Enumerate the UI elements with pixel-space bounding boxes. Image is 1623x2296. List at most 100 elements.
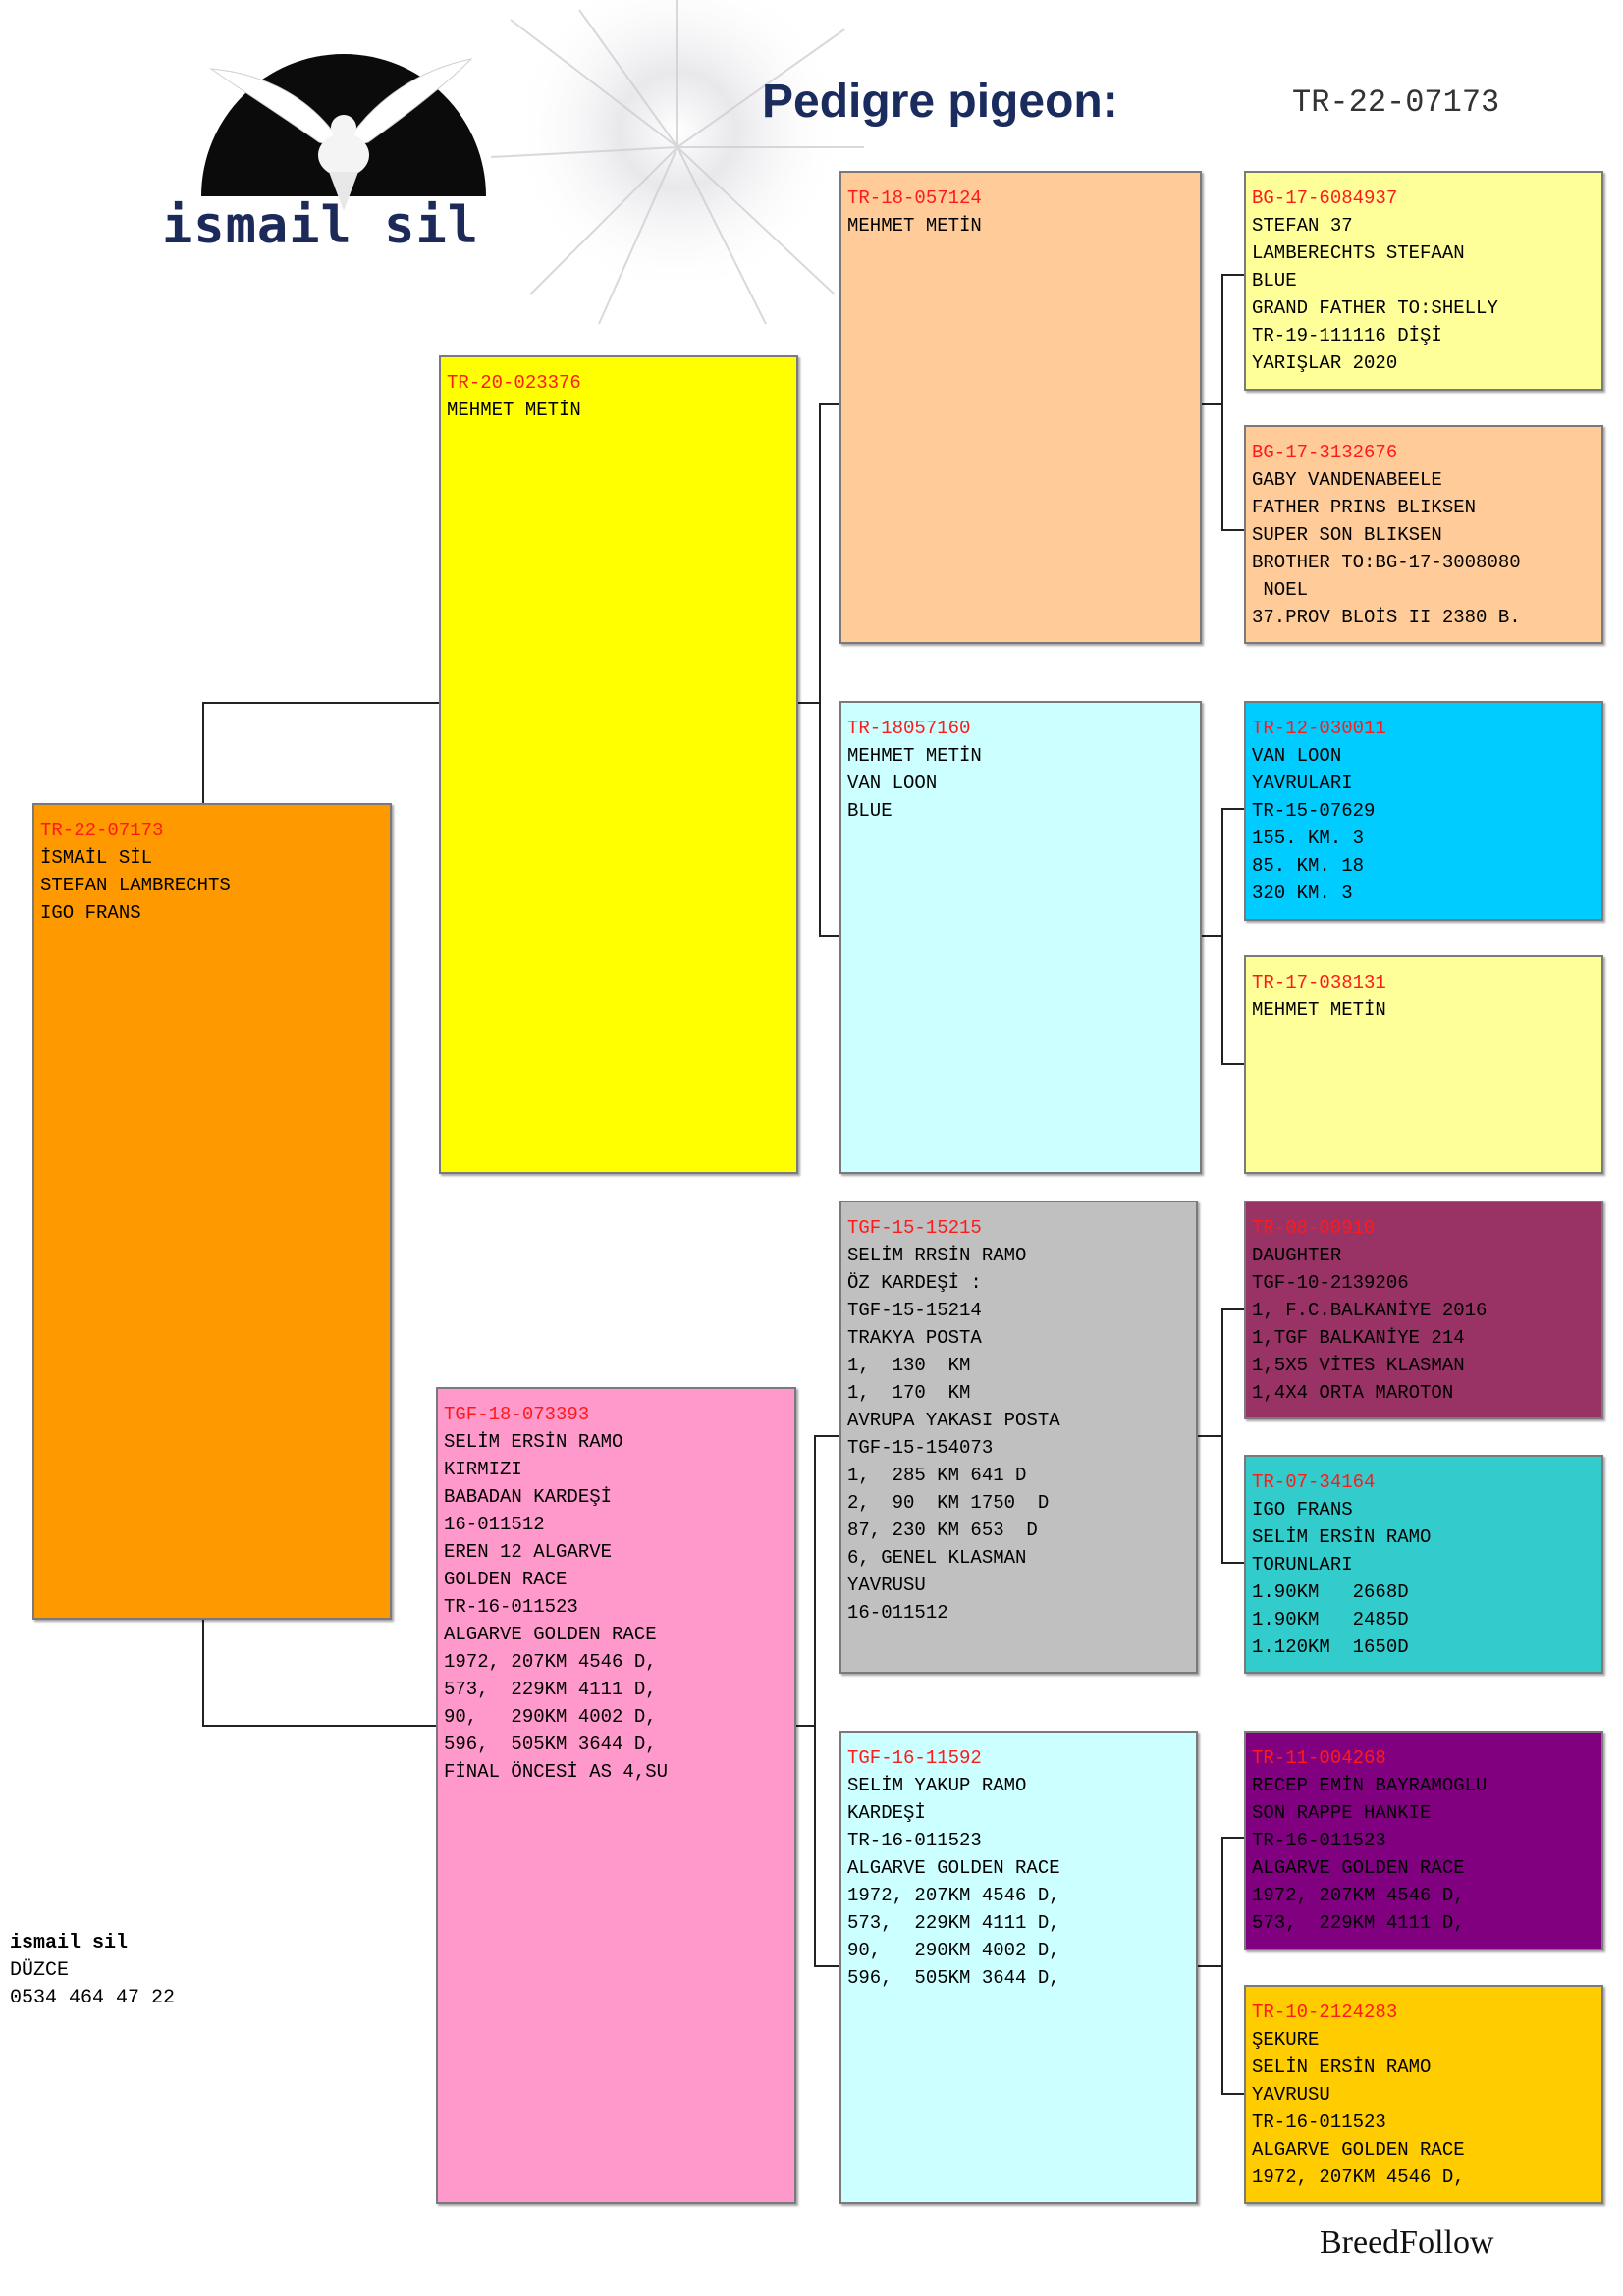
pedigree-line: BLUE xyxy=(847,800,893,822)
ring-number: TR-17-038131 xyxy=(1252,972,1386,993)
pedigree-line: 573, 229KM 4111 D, xyxy=(1252,1912,1465,1934)
box-lines: GABY VANDENABEELE FATHER PRINS BLIKSEN SUP… xyxy=(1252,466,1596,631)
logo-name: ismail sil xyxy=(162,196,480,255)
pedigree-box-ggd3[interactable]: TR-07-34164 IGO FRANS SELİM ERSİN RAMO TOR… xyxy=(1244,1455,1603,1674)
ring-number: TR-08-00910 xyxy=(1252,1217,1376,1239)
pedigree-line: FİNAL ÖNCESİ AS 4,SU xyxy=(444,1761,669,1783)
pedigree-line: IGO FRANS xyxy=(40,902,141,924)
pedigree-line: ÖZ KARDEŞİ : xyxy=(847,1272,982,1294)
footer-brand: BreedFollow xyxy=(1320,2224,1494,2261)
pedigree-line: ALGARVE GOLDEN RACE xyxy=(847,1857,1060,1879)
owner-contact: ismail sil DÜZCE 0534 464 47 22 xyxy=(10,1930,175,2012)
pedigree-line: GOLDEN RACE xyxy=(444,1569,568,1590)
ring-number: TR-18-057124 xyxy=(847,187,982,209)
pedigree-line: SELİN ERSİN RAMO xyxy=(1252,2056,1432,2078)
pedigree-line: TGF-10-2139206 xyxy=(1252,1272,1409,1294)
pedigree-line: GRAND FATHER TO:SHELLY xyxy=(1252,297,1498,319)
pedigree-line: TORUNLARI xyxy=(1252,1554,1353,1575)
pedigree-line: BABADAN KARDEŞİ xyxy=(444,1486,613,1508)
pedigree-line: EREN 12 ALGARVE xyxy=(444,1541,613,1563)
pedigree-line: 573, 229KM 4111 D, xyxy=(847,1912,1060,1934)
box-lines: MEHMET METİN xyxy=(847,212,1194,240)
pedigree-line: YAVRUSU xyxy=(847,1575,926,1596)
owner-city: DÜZCE xyxy=(10,1959,70,1982)
pedigree-line: ALGARVE GOLDEN RACE xyxy=(1252,1857,1465,1879)
pedigree-line: IGO FRANS xyxy=(1252,1499,1353,1521)
pedigree-line: 2, 90 KM 1750 D xyxy=(847,1492,1050,1514)
pedigree-line: 1.90KM 2485D xyxy=(1252,1609,1409,1630)
pedigree-line: 37.PROV BLOİS II 2380 B. xyxy=(1252,607,1521,628)
box-lines: İSMAİL SİL STEFAN LAMBRECHTS IGO FRANS xyxy=(40,844,384,927)
subject-ring-number: TR-22-07173 xyxy=(1292,84,1500,121)
pedigree-box-sire[interactable]: TR-20-023376 MEHMET METİN xyxy=(439,355,798,1174)
pedigree-line: 1, 130 KM xyxy=(847,1355,971,1376)
pedigree-box-grandsire-paternal[interactable]: TR-18-057124 MEHMET METİN xyxy=(839,171,1202,644)
dove-logo xyxy=(201,54,486,211)
pedigree-line: STEFAN LAMBRECHTS xyxy=(40,875,231,896)
pedigree-line: NOEL xyxy=(1252,579,1309,601)
pedigree-line: MEHMET METİN xyxy=(847,745,982,767)
pedigree-line: GABY VANDENABEELE xyxy=(1252,469,1442,491)
pedigree-line: MEHMET METİN xyxy=(1252,999,1386,1021)
pedigree-line: 596, 505KM 3644 D, xyxy=(847,1967,1060,1989)
pedigree-box-ggd2[interactable]: TR-17-038131 MEHMET METİN xyxy=(1244,955,1603,1174)
box-lines: MEHMET METİN xyxy=(447,397,790,424)
light-burst-decoration xyxy=(491,0,864,325)
pedigree-line: SELİM ERSİN RAMO xyxy=(444,1431,623,1453)
pedigree-line: 1,5X5 VİTES KLASMAN xyxy=(1252,1355,1465,1376)
pedigree-line: 90, 290KM 4002 D, xyxy=(444,1706,657,1728)
pedigree-line: TR-19-111116 DİŞİ xyxy=(1252,325,1442,347)
pedigree-line: 1.120KM 1650D xyxy=(1252,1636,1409,1658)
ring-number: TR-10-2124283 xyxy=(1252,2002,1398,2023)
pedigree-line: TR-16-011523 xyxy=(847,1830,982,1851)
pedigree-line: LAMBERECHTS STEFAAN xyxy=(1252,242,1465,264)
owner-name: ismail sil xyxy=(10,1932,129,1954)
ring-number: TR-11-004268 xyxy=(1252,1747,1386,1769)
pedigree-line: AVRUPA YAKASI POSTA xyxy=(847,1410,1060,1431)
pedigree-line: TRAKYA POSTA xyxy=(847,1327,982,1349)
pedigree-line: SON RAPPE HANKIE xyxy=(1252,1802,1432,1824)
box-lines: SELİM ERSİN RAMO KIRMIZI BABADAN KARDEŞİ 16… xyxy=(444,1428,788,1786)
pedigree-line: TR-16-011523 xyxy=(444,1596,578,1618)
pedigree-line: İSMAİL SİL xyxy=(40,847,153,869)
pedigree-line: FATHER PRINS BLIKSEN xyxy=(1252,497,1477,518)
pedigree-line: 1, F.C.BALKANİYE 2016 xyxy=(1252,1300,1488,1321)
pedigree-line: SUPER SON BLIKSEN xyxy=(1252,524,1442,546)
pedigree-line: 90, 290KM 4002 D, xyxy=(847,1940,1060,1961)
pedigree-line: SELİM RRSİN RAMO xyxy=(847,1245,1027,1266)
box-lines: MEHMET METİN xyxy=(1252,996,1596,1024)
pedigree-line: 1.90KM 2668D xyxy=(1252,1581,1409,1603)
pedigree-line: 1, 170 KM xyxy=(847,1382,971,1404)
pedigree-line: YAVRULARI xyxy=(1252,773,1353,794)
page-title: Pedigre pigeon: xyxy=(762,76,1118,128)
pedigree-line: 1, 285 KM 641 D xyxy=(847,1465,1027,1486)
ring-number: TR-12-030011 xyxy=(1252,718,1386,739)
pedigree-line: MEHMET METİN xyxy=(447,400,581,421)
pedigree-line: SELİM ERSİN RAMO xyxy=(1252,1526,1432,1548)
ring-number: TR-07-34164 xyxy=(1252,1471,1376,1493)
pedigree-line: 16-011512 xyxy=(847,1602,948,1624)
pedigree-line: 16-011512 xyxy=(444,1514,545,1535)
pedigree-line: 1972, 207KM 4546 D, xyxy=(847,1885,1060,1906)
pedigree-line: TR-15-07629 xyxy=(1252,800,1376,822)
pedigree-line: KIRMIZI xyxy=(444,1459,522,1480)
